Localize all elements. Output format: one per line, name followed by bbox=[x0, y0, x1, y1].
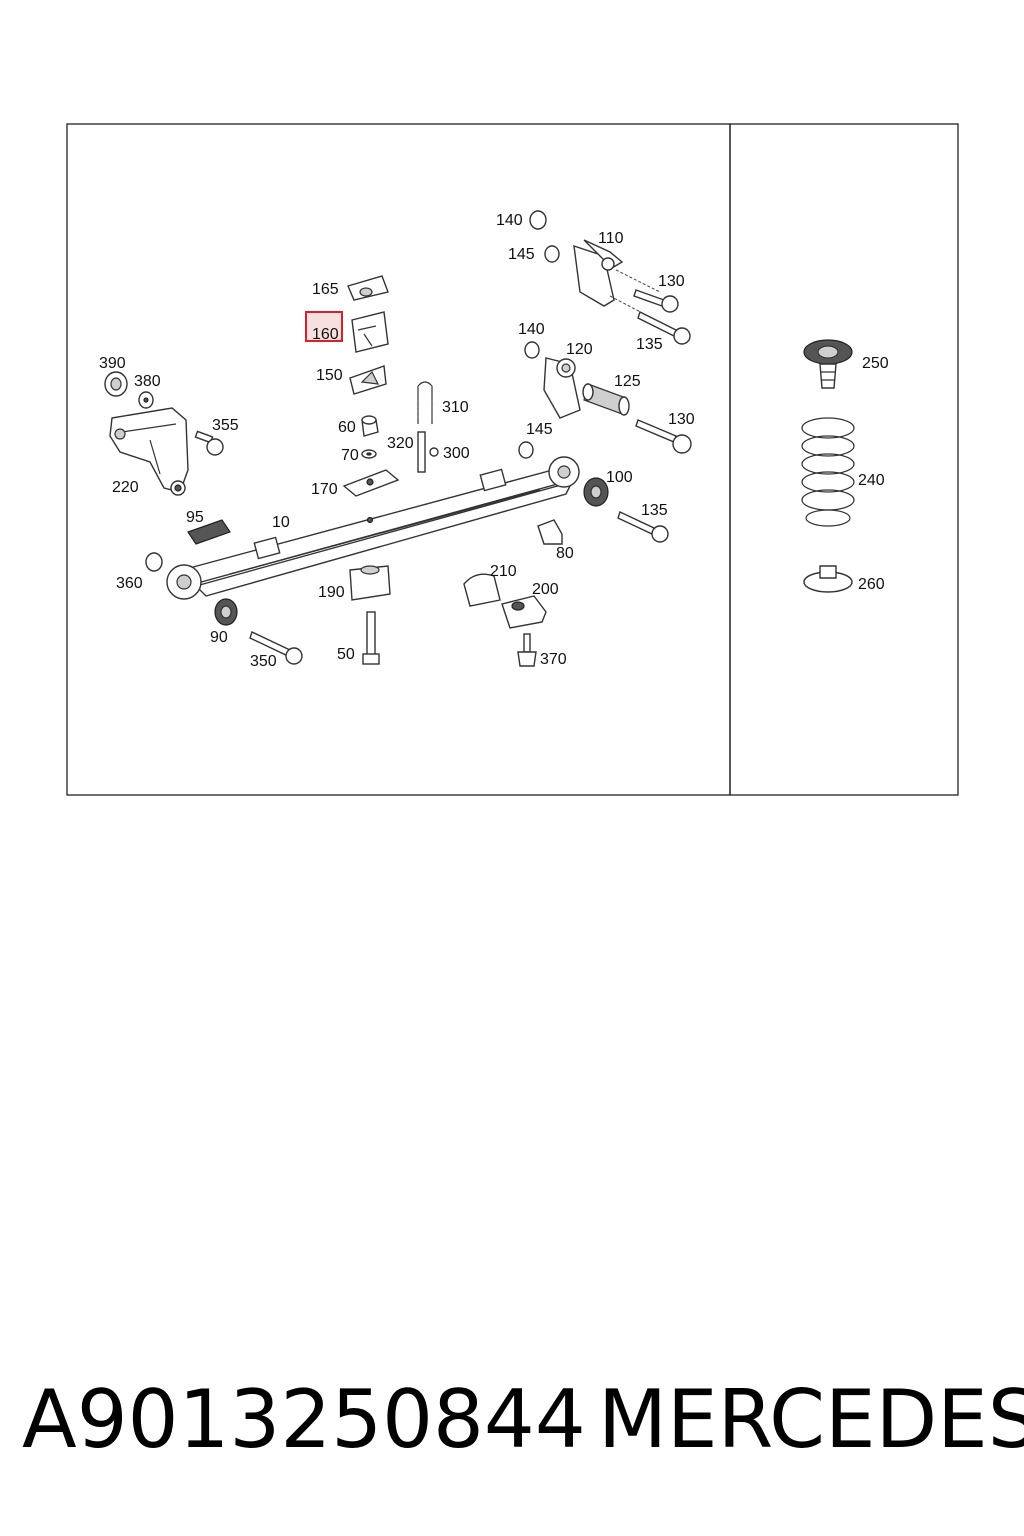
washer-145-drawing bbox=[518, 441, 534, 459]
highlight-box-160 bbox=[305, 311, 343, 342]
bolt-135-drawing bbox=[617, 511, 669, 543]
bushing-drawing bbox=[104, 371, 154, 409]
label-50: 50 bbox=[337, 646, 355, 663]
label-310: 310 bbox=[442, 399, 469, 416]
clip-80-drawing bbox=[537, 519, 563, 545]
hanger-drawing bbox=[524, 341, 581, 419]
label-125: 125 bbox=[614, 373, 641, 390]
label-260: 260 bbox=[858, 576, 885, 593]
label-370: 370 bbox=[540, 651, 567, 668]
label-150: 150 bbox=[316, 367, 343, 384]
stud-320-drawing bbox=[417, 431, 439, 473]
label-190: 190 bbox=[318, 584, 345, 601]
label-140b: 140 bbox=[518, 321, 545, 338]
leaf-spring-drawing bbox=[166, 456, 580, 600]
label-200: 200 bbox=[532, 581, 559, 598]
parts-diagram: 140 110 145 130 165 160 140 135 120 390 … bbox=[66, 123, 959, 796]
label-170: 170 bbox=[311, 481, 338, 498]
brand-name: MERCEDES bbox=[598, 1373, 1024, 1466]
label-130b: 130 bbox=[668, 411, 695, 428]
label-390: 390 bbox=[99, 355, 126, 372]
label-95: 95 bbox=[186, 509, 204, 526]
label-70: 70 bbox=[341, 447, 359, 464]
label-130a: 130 bbox=[658, 273, 685, 290]
label-120: 120 bbox=[566, 341, 593, 358]
rebound-stop-drawing bbox=[803, 339, 853, 389]
clamp-drawing bbox=[463, 573, 547, 667]
label-355: 355 bbox=[212, 417, 239, 434]
plate-170-hole bbox=[366, 478, 374, 486]
label-220: 220 bbox=[112, 479, 139, 496]
label-140a: 140 bbox=[496, 212, 523, 229]
label-250: 250 bbox=[862, 355, 889, 372]
label-350: 350 bbox=[250, 653, 277, 670]
shackle-drawing bbox=[529, 210, 691, 345]
label-165: 165 bbox=[312, 281, 339, 298]
label-210: 210 bbox=[490, 563, 517, 580]
label-110: 110 bbox=[598, 230, 624, 247]
side-panel-frame bbox=[729, 123, 959, 796]
label-145b: 145 bbox=[526, 421, 553, 438]
label-100: 100 bbox=[606, 469, 633, 486]
label-240: 240 bbox=[858, 472, 885, 489]
u-bolt-drawing bbox=[417, 381, 433, 424]
label-135b: 135 bbox=[641, 502, 668, 519]
rubber-bushing-90-drawing bbox=[214, 598, 238, 626]
footer: A9013250844 MERCEDES bbox=[0, 1370, 1024, 1480]
label-80: 80 bbox=[556, 545, 574, 562]
label-10: 10 bbox=[272, 514, 290, 531]
label-160[interactable]: 160 bbox=[312, 326, 339, 343]
label-380: 380 bbox=[134, 373, 161, 390]
bolt-350-drawing bbox=[249, 631, 303, 665]
bump-stop-stack-drawing bbox=[347, 275, 389, 395]
spring-seat-drawing bbox=[803, 565, 853, 593]
label-360: 360 bbox=[116, 575, 143, 592]
washer-360-drawing bbox=[145, 552, 163, 572]
label-300: 300 bbox=[443, 445, 470, 462]
nut-60-drawing bbox=[361, 415, 379, 459]
bracket-drawing bbox=[109, 407, 189, 496]
part-number: A9013250844 bbox=[22, 1373, 586, 1466]
label-320: 320 bbox=[387, 435, 414, 452]
spacer-drawing bbox=[349, 565, 391, 601]
label-60: 60 bbox=[338, 419, 356, 436]
pin-drawing bbox=[362, 611, 380, 665]
label-135a: 135 bbox=[636, 336, 663, 353]
part-labels: 140 110 145 130 165 160 140 135 120 390 … bbox=[99, 212, 889, 670]
bushing-125-drawing bbox=[582, 383, 630, 416]
rubber-bushing-100-drawing bbox=[583, 477, 609, 507]
pad-drawing bbox=[187, 519, 231, 545]
bolt-130-drawing bbox=[635, 419, 692, 454]
coil-spring-drawing bbox=[801, 417, 855, 527]
bolt-355-drawing bbox=[194, 430, 224, 456]
label-145a: 145 bbox=[508, 246, 535, 263]
label-90: 90 bbox=[210, 629, 228, 646]
